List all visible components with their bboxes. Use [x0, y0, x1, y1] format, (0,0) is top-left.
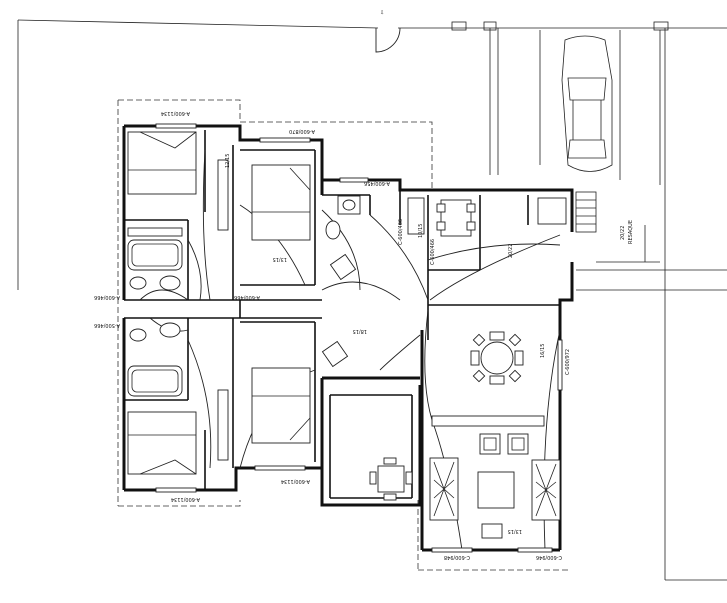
label-door-kitchen: C-600/466: [398, 219, 404, 245]
label-window-top-left: A-600/1134: [161, 110, 190, 116]
label-window-top-mid: A-600/870: [289, 128, 315, 134]
upper-toilet: [129, 275, 181, 291]
lower-toilet: [129, 322, 181, 342]
upper-left-bed: [127, 131, 197, 195]
living-armchairs: [479, 433, 529, 455]
site-boundary: ⇩: [17, 10, 727, 581]
armchair-icon: [321, 253, 357, 368]
windows: [155, 123, 563, 553]
label-window-bottom-left: A-600/1134: [171, 496, 200, 502]
upper-mid-bed: [251, 164, 311, 241]
living-sofa-right: [531, 459, 561, 521]
round-dining-table: [470, 331, 524, 385]
label-height-18-15: 18/15: [353, 328, 367, 334]
label-resaque: RESAQUE: [628, 220, 634, 244]
lower-wardrobe: [217, 389, 229, 461]
label-height-10-15: 10/15: [418, 224, 424, 238]
small-dining-table: [369, 457, 413, 501]
tv-unit: [431, 415, 545, 539]
dashed-outline: [117, 99, 570, 571]
label-window-left-upper: A-600/466: [94, 294, 120, 300]
lower-left-bed: [127, 411, 197, 475]
label-height-13-15: 13/15: [273, 256, 287, 262]
label-window-living-bottom-left: C-600/948: [444, 554, 470, 560]
label-window-bottom-mid: A-600/1134: [281, 478, 310, 484]
label-window-kitchen: A-600/456: [364, 180, 390, 186]
kitchen-counter: [407, 197, 567, 235]
label-height-20-22: 20/22: [620, 226, 626, 240]
label-window-living-right: C-600/972: [565, 349, 571, 375]
entry-steps: [575, 191, 660, 263]
lower-mid-bed: [251, 367, 311, 444]
svg-text:⇩: ⇩: [380, 10, 384, 16]
bathroom-fixtures: [325, 195, 361, 240]
label-height-12-15: 12/15: [225, 154, 231, 168]
label-height-16-15: 16/15: [540, 344, 546, 358]
label-height-20-22b: 20/22: [508, 244, 514, 258]
upper-bathtub: [127, 239, 183, 271]
label-height-13-15b: 13/15: [508, 528, 522, 534]
coffee-table: [477, 471, 515, 509]
living-sofa-left: [429, 457, 459, 521]
label-window-left-lower: A-500/466: [94, 322, 120, 328]
car-icon: [561, 35, 613, 172]
label-window-living-bottom-right: C-600/946: [536, 554, 562, 560]
upper-wardrobe: [127, 159, 229, 237]
label-door-dining: C-600/466: [430, 239, 436, 265]
kitchen-table: [436, 199, 476, 237]
label-window-mid-hall: A-600/466: [234, 294, 260, 300]
lower-bathtub: [127, 365, 183, 397]
plan-labels: A-600/1134 A-600/870 A-600/456 A-600/466…: [94, 110, 634, 560]
